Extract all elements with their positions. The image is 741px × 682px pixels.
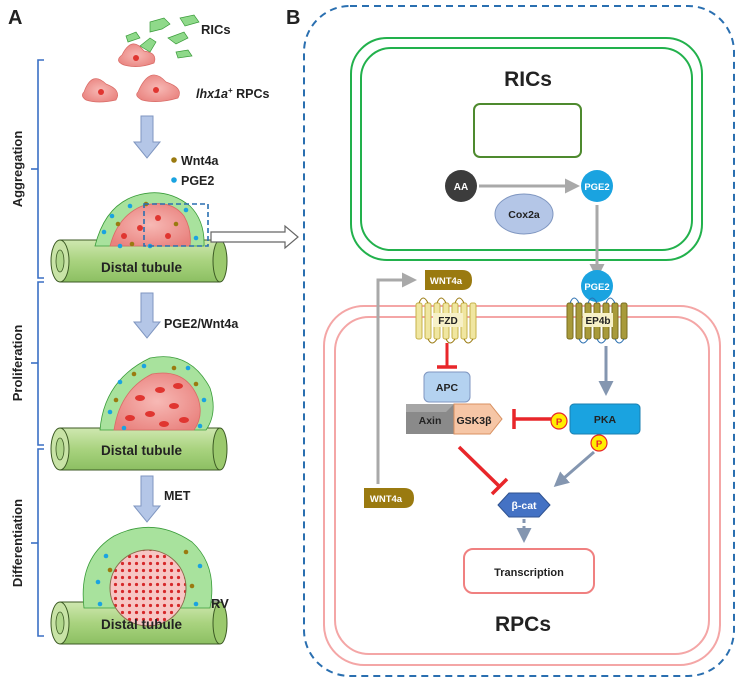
panel-a-letter: A (8, 7, 22, 29)
apc-box (423, 371, 471, 403)
pge2-node (581, 170, 613, 202)
transcription-box (463, 548, 595, 594)
pka-box (569, 403, 641, 435)
renal-vesicle (82, 526, 213, 627)
transcription-label: Transcription (494, 567, 564, 579)
bcat-label: β-cat (511, 500, 537, 512)
aa-label: AA (454, 182, 468, 193)
axin-top (406, 404, 454, 412)
arrow-3-label: MET (164, 489, 191, 503)
rics-nucleus (473, 103, 582, 158)
legend-pge2-dot (171, 177, 177, 183)
rpc-cells (82, 43, 180, 103)
phospho-2 (590, 434, 608, 452)
stage-label-proliferation: Proliferation (10, 325, 25, 402)
zoom-box (143, 203, 209, 247)
bracket-aggregation (37, 59, 44, 279)
phospho-1 (550, 412, 568, 430)
down-arrow-2 (132, 292, 162, 339)
pge2-receptor-ligand (581, 270, 613, 302)
rv-label: RV (211, 596, 229, 611)
ric-cells (125, 14, 200, 59)
fzd-label: FZD (438, 316, 457, 327)
rpcs-membrane-outer (323, 305, 721, 666)
fzd-label-bg (433, 313, 463, 327)
legend-pge2-label: PGE2 (181, 174, 214, 188)
ep4b-label-bg (583, 313, 613, 327)
aa-node (445, 170, 477, 202)
aggregate-1 (94, 192, 209, 249)
pka-label: PKA (594, 414, 617, 426)
aggregate-2 (99, 356, 214, 431)
rics-membrane-inner (360, 47, 693, 251)
phospho-2-label: P (596, 439, 603, 450)
panel-b: B RICs AA Cox2a PGE2 RPCs WNT4a WNT4a (286, 5, 735, 677)
stage-label-differentiation: Differentiation (10, 499, 25, 587)
zoom-arrow (210, 224, 299, 250)
axin-label: Axin (419, 415, 442, 427)
arrow-2-label: PGE2/Wnt4a (164, 317, 239, 331)
legend-wnt4a-dot (171, 157, 177, 163)
stage-brackets (31, 59, 44, 637)
tubule-1-label: Distal tubule (101, 260, 182, 275)
stage-label-aggregation: Aggregation (10, 131, 25, 208)
tubule-2 (50, 427, 228, 471)
phospho-1-label: P (556, 417, 563, 428)
rics-title: RICs (504, 68, 552, 91)
wnt4a-secreted (364, 488, 414, 508)
cox2a-label: Cox2a (508, 209, 540, 221)
complex-inhibition-line (457, 445, 502, 489)
rpcs-label: lhx1a+ RPCs (196, 86, 270, 101)
tubule-3-label: Distal tubule (101, 617, 182, 632)
bcat-hexagon (497, 492, 551, 518)
tubule-2-label: Distal tubule (101, 443, 182, 458)
down-arrow-3 (132, 475, 162, 523)
wnt4a-ligand-label: WNT4a (430, 276, 463, 287)
down-arrow-1 (132, 115, 162, 159)
bracket-proliferation (37, 281, 44, 446)
pge2-label: PGE2 (584, 182, 609, 193)
cox2a-enzyme (494, 193, 554, 235)
gsk3b-label: GSK3β (456, 415, 492, 427)
rpcs-title: RPCs (495, 613, 551, 636)
rics-membrane-outer (350, 37, 703, 261)
pge2-receptor-label: PGE2 (584, 282, 609, 293)
wnt4a-secreted-label: WNT4a (370, 494, 403, 505)
panel-a: A Aggregation Proliferation Differentiat… (8, 7, 299, 645)
gsk3b-box (453, 403, 503, 435)
rpc-nuclei (98, 55, 159, 95)
wnt4a-ligand (425, 270, 472, 290)
legend-wnt4a-label: Wnt4a (181, 154, 220, 168)
bracket-differentiation (37, 448, 44, 637)
zoom-border (303, 5, 735, 677)
pka-to-bcat-arrow (553, 450, 595, 487)
ep4b-label: EP4b (585, 316, 610, 327)
rics-label: RICs (201, 22, 231, 37)
complex-inhibition-bar (490, 477, 509, 496)
rpcs-membrane-inner (334, 316, 710, 655)
apc-label: APC (436, 382, 459, 394)
wnt4a-feedback-arrow (376, 272, 417, 484)
tubule-1 (50, 239, 228, 283)
panel-b-letter: B (286, 7, 300, 29)
